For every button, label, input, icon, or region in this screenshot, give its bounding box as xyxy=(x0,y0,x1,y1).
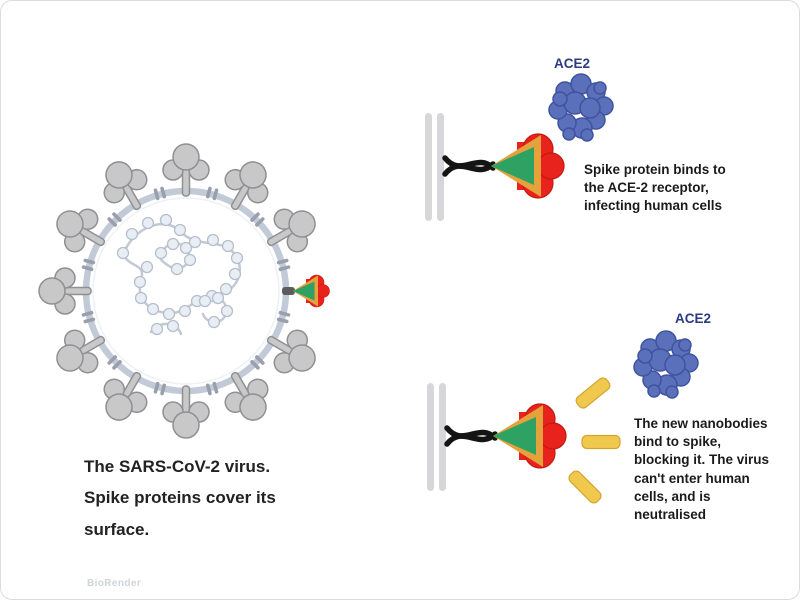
spike-stalk xyxy=(445,158,493,174)
watermark: BioRender xyxy=(87,578,142,589)
spike-protein xyxy=(490,133,565,199)
virus-illustration xyxy=(38,143,330,439)
binding-caption: Spike protein binds to the ACE-2 recepto… xyxy=(584,162,726,214)
ace2-receptor-bound xyxy=(548,73,614,142)
nanobody-middle xyxy=(581,434,621,450)
ace2-receptor-free xyxy=(633,330,699,399)
ace2-label-top: ACE2 xyxy=(554,56,591,71)
spike-protein-blocked xyxy=(492,403,567,469)
virus-colored-spike-protein xyxy=(282,274,330,308)
cell-membrane xyxy=(427,383,446,491)
nanobody-caption: The new nanobodies bind to spike, blocki… xyxy=(634,416,770,523)
virus-membrane-inner-line xyxy=(92,197,280,385)
virus-membrane xyxy=(82,187,290,395)
cell-membrane xyxy=(425,113,444,221)
nanobodies xyxy=(566,375,621,506)
ace2-label-bottom: ACE2 xyxy=(675,311,712,326)
nanobody-bottom xyxy=(566,468,604,506)
spike-stalk xyxy=(447,428,495,444)
virus-caption: The SARS-CoV-2 virus. Spike proteins cov… xyxy=(84,457,276,539)
virus-rna-beads xyxy=(116,213,244,336)
nanobody-top xyxy=(573,375,613,411)
